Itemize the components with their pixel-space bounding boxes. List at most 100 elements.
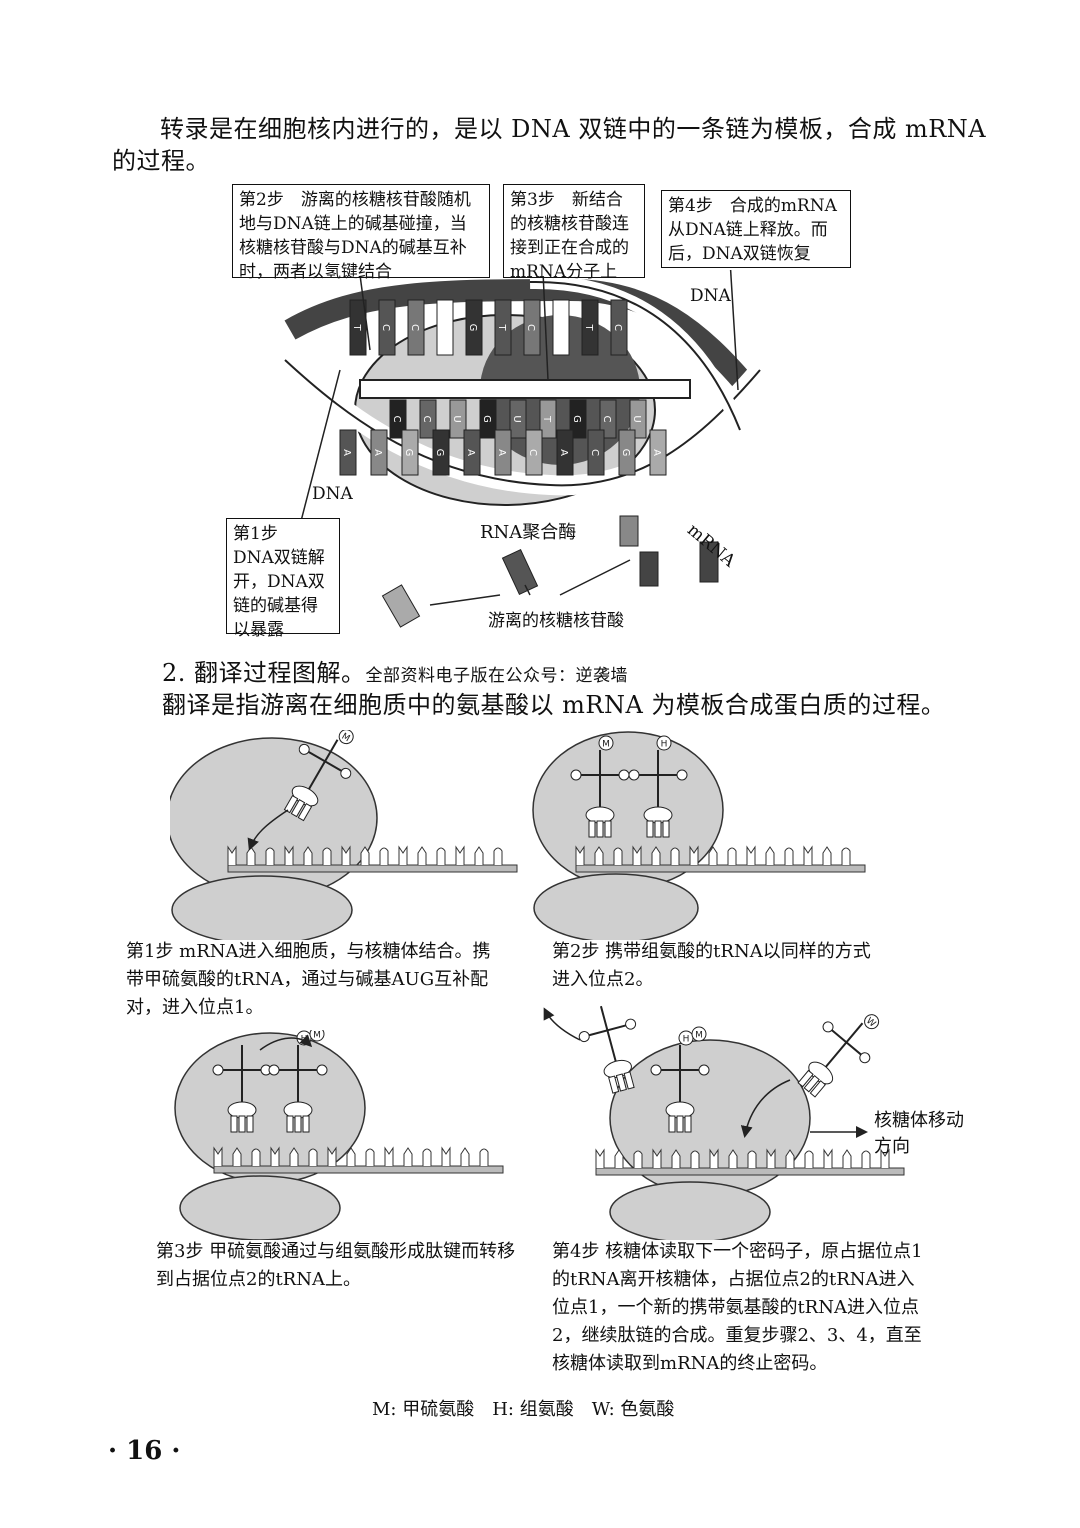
- codon-tooth: [785, 1149, 795, 1168]
- amino-acid-legend: M: 甲硫氨酸 H: 组氨酸 W: 色氨酸: [372, 1399, 675, 1420]
- amino-acid-letter: M: [313, 1031, 321, 1041]
- base-rung: [401, 429, 419, 476]
- amino-acid-letter: M: [695, 1031, 703, 1041]
- mrna-backbone: [213, 1165, 504, 1174]
- codon-tooth: [479, 1148, 489, 1166]
- section2-heading: 2. 翻译过程图解。: [162, 659, 366, 687]
- base-rung: [494, 429, 512, 476]
- codon-tooth: [474, 846, 484, 865]
- base-letter: A: [651, 449, 662, 456]
- codon-tooth: [671, 1149, 681, 1168]
- translation-step3-caption: 第3步 甲硫氨酸通过与组氨酸形成肽键而转移到占据位点2的tRNA上。: [156, 1241, 516, 1290]
- codon-tooth: [670, 847, 680, 865]
- base-rung: [349, 299, 367, 356]
- base-rung: [339, 429, 357, 476]
- codon-tooth: [403, 1147, 413, 1166]
- base-rung: [509, 399, 527, 439]
- codon-tooth: [880, 1148, 890, 1168]
- trna-molecule: [212, 1045, 272, 1133]
- codon-tooth: [766, 1148, 776, 1168]
- base-rung: [587, 429, 605, 476]
- section2-intro: 翻译是指游离在细胞质中的氨基酸以 mRNA 为模板合成蛋白质的过程。: [162, 691, 946, 719]
- amino-acid-bead: [338, 730, 354, 745]
- transcription-step1-box: 第1步 DNA双链解开，DNA双链的碱基得以暴露: [226, 518, 340, 640]
- amino-acid-letter: H: [661, 740, 668, 750]
- mrna-backbone: [227, 864, 518, 873]
- codon-tooth: [784, 847, 794, 865]
- base-letter: C: [380, 324, 391, 331]
- codon-tooth: [417, 846, 427, 865]
- dna-strand-bottom-edge: [284, 359, 761, 487]
- amino-acid-letter: M: [340, 732, 352, 745]
- base-letter: A: [558, 449, 569, 456]
- translation-step1-caption: 第1步 mRNA进入细胞质，与核糖体结合。携带甲硫氨酸的tRNA，通过与碱基AU…: [126, 941, 491, 1018]
- codon-tooth: [842, 1149, 852, 1168]
- base-letter: T: [496, 323, 507, 331]
- base-rung: [569, 399, 587, 439]
- amino-acid-bead: [864, 1014, 880, 1030]
- base-letter: A: [341, 449, 352, 456]
- trna-molecule: [578, 1005, 637, 1094]
- codon-tooth: [265, 847, 275, 865]
- codon-tooth: [303, 846, 313, 865]
- free-nucleotide-5: [619, 515, 639, 547]
- base-rung: [432, 429, 450, 476]
- codon-tooth: [227, 845, 237, 865]
- codon-tooth: [436, 847, 446, 865]
- codon-tooth: [765, 846, 775, 865]
- base-letter: G: [434, 449, 445, 457]
- transcription-step2-box: 第2步 游离的核糖核苷酸随机地与DNA链上的碱基碰撞，当核糖核苷酸与DNA的碱基…: [232, 184, 490, 282]
- codon-tooth: [327, 1146, 337, 1166]
- label-dna-bottom: DNA: [312, 484, 353, 504]
- codon-tooth: [575, 845, 585, 865]
- codon-tooth: [213, 1146, 223, 1166]
- codon-tooth: [823, 1148, 833, 1168]
- translation-step4-caption: 第4步 核糖体读取下一个密码子，原占据位点1的tRNA离开核糖体，占据位点2的t…: [552, 1241, 923, 1374]
- trna-molecule: M: [570, 735, 630, 838]
- codon-tooth: [308, 1148, 318, 1166]
- mrna-backbone: [595, 1167, 905, 1176]
- codon-tooth: [594, 846, 604, 865]
- base-rung: [525, 429, 543, 476]
- amino-acid-bead: [656, 735, 672, 751]
- codon-tooth: [441, 1146, 451, 1166]
- base-rung: [494, 299, 512, 356]
- base-letter: A: [496, 449, 507, 456]
- codon-tooth: [232, 1147, 242, 1166]
- base-letter: A: [465, 449, 476, 456]
- codon-tooth: [379, 847, 389, 865]
- base-letter: C: [612, 324, 623, 331]
- base-rung: [479, 399, 497, 439]
- base-letter: U: [511, 415, 522, 422]
- base-letter: U: [631, 415, 642, 422]
- codon-tooth: [322, 847, 332, 865]
- free-nucleotide-3: [639, 551, 659, 587]
- trna-molecule: M: [283, 730, 354, 822]
- base-rung: [649, 429, 667, 476]
- codon-tooth: [861, 1150, 871, 1168]
- base-rung: [370, 429, 388, 476]
- translation-panel-1: M: [170, 730, 518, 940]
- label-dna-top: DNA: [690, 286, 731, 306]
- base-letter: T: [583, 323, 594, 331]
- codon-tooth: [460, 1147, 470, 1166]
- codon-tooth: [841, 847, 851, 865]
- watermark-note: 全部资料电子版在公众号：逆袭墙: [365, 666, 629, 686]
- amino-acid-bead: [309, 1030, 325, 1042]
- codon-tooth: [633, 1150, 643, 1168]
- base-rung: [465, 299, 483, 356]
- base-rung: [629, 399, 647, 439]
- codon-tooth: [270, 1146, 280, 1166]
- base-letter: C: [525, 324, 536, 331]
- base-letter: G: [403, 449, 414, 457]
- codon-tooth: [709, 1148, 719, 1168]
- base-rung: [581, 299, 599, 356]
- section2-heading-row: 2. 翻译过程图解。全部资料电子版在公众号：逆袭墙: [162, 656, 628, 693]
- amino-acid-letter: H: [683, 1035, 690, 1045]
- base-rung: [436, 299, 454, 356]
